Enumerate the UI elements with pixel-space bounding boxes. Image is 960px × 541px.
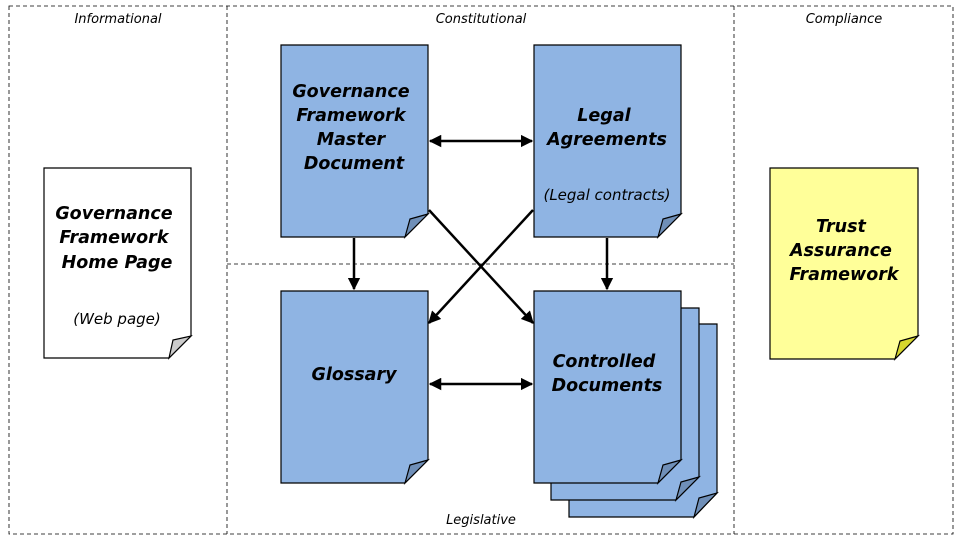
section-constitutional-label: Constitutional [436,12,527,27]
doc-legal-agreements: Legal Agreements (Legal contracts) [533,44,684,240]
doc-master: Governance Framework Master Document [280,44,431,240]
doc-master-title: Governance Framework Master Document [292,82,415,174]
doc-trust-assurance: Trust Assurance Framework [769,167,921,362]
section-legislative-label: Legislative [446,513,516,528]
doc-trust-title: Trust Assurance Framework [788,217,900,285]
doc-glossary-title: Glossary [311,365,398,385]
doc-controlled-title: Controlled Documents [552,352,663,396]
section-informational-label: Informational [74,12,161,27]
arrow-legal-glossary [428,209,534,324]
outer-frame [8,5,954,535]
section-compliance-label: Compliance [806,12,883,27]
doc-controlled-documents: Controlled Documents [533,290,719,520]
doc-home-page-title: Governance Framework Home Page [55,204,178,273]
doc-legal-subtitle: (Legal contracts) [543,186,670,204]
doc-legal-title: Legal Agreements [545,106,667,150]
doc-home-page: Governance Framework Home Page (Web page… [43,167,193,360]
doc-home-page-subtitle: (Web page) [73,310,161,328]
doc-glossary: Glossary [280,290,431,486]
